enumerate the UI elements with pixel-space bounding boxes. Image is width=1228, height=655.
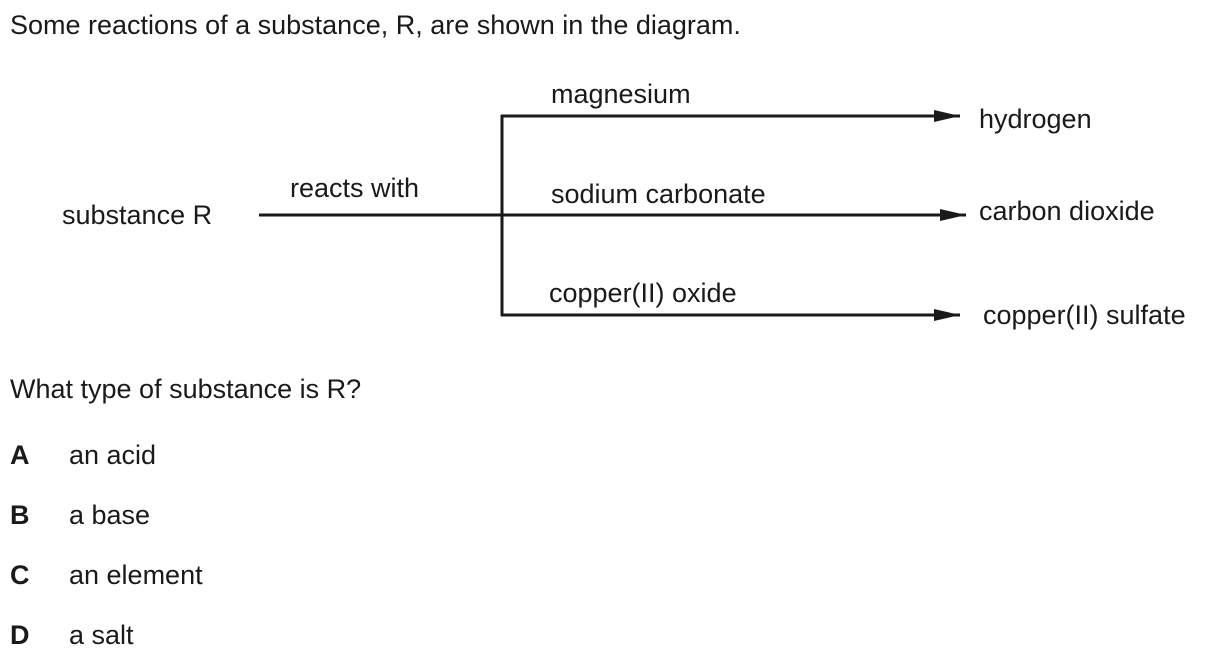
label-reacts-with: reacts with — [290, 173, 419, 203]
option-letter-c: C — [10, 560, 30, 590]
question-text: What type of substance is R? — [10, 374, 362, 404]
option-letter-d: D — [10, 620, 30, 650]
product-carbon-dioxide: carbon dioxide — [979, 196, 1155, 226]
label-substance-r: substance R — [62, 200, 212, 230]
reagent-copper-oxide: copper(II) oxide — [549, 278, 737, 308]
option-text-c: an element — [69, 560, 203, 590]
option-text-a: an acid — [69, 440, 157, 470]
product-hydrogen: hydrogen — [979, 104, 1092, 134]
option-text-d: a salt — [69, 620, 134, 650]
product-copper-sulfate: copper(II) sulfate — [983, 300, 1186, 330]
option-text-b: a base — [69, 500, 151, 530]
reagent-magnesium: magnesium — [551, 79, 691, 109]
option-letter-b: B — [10, 500, 30, 530]
reagent-sodium-carbonate: sodium carbonate — [551, 179, 766, 209]
option-letter-a: A — [10, 440, 30, 470]
intro-text: Some reactions of a substance, R, are sh… — [10, 10, 741, 40]
